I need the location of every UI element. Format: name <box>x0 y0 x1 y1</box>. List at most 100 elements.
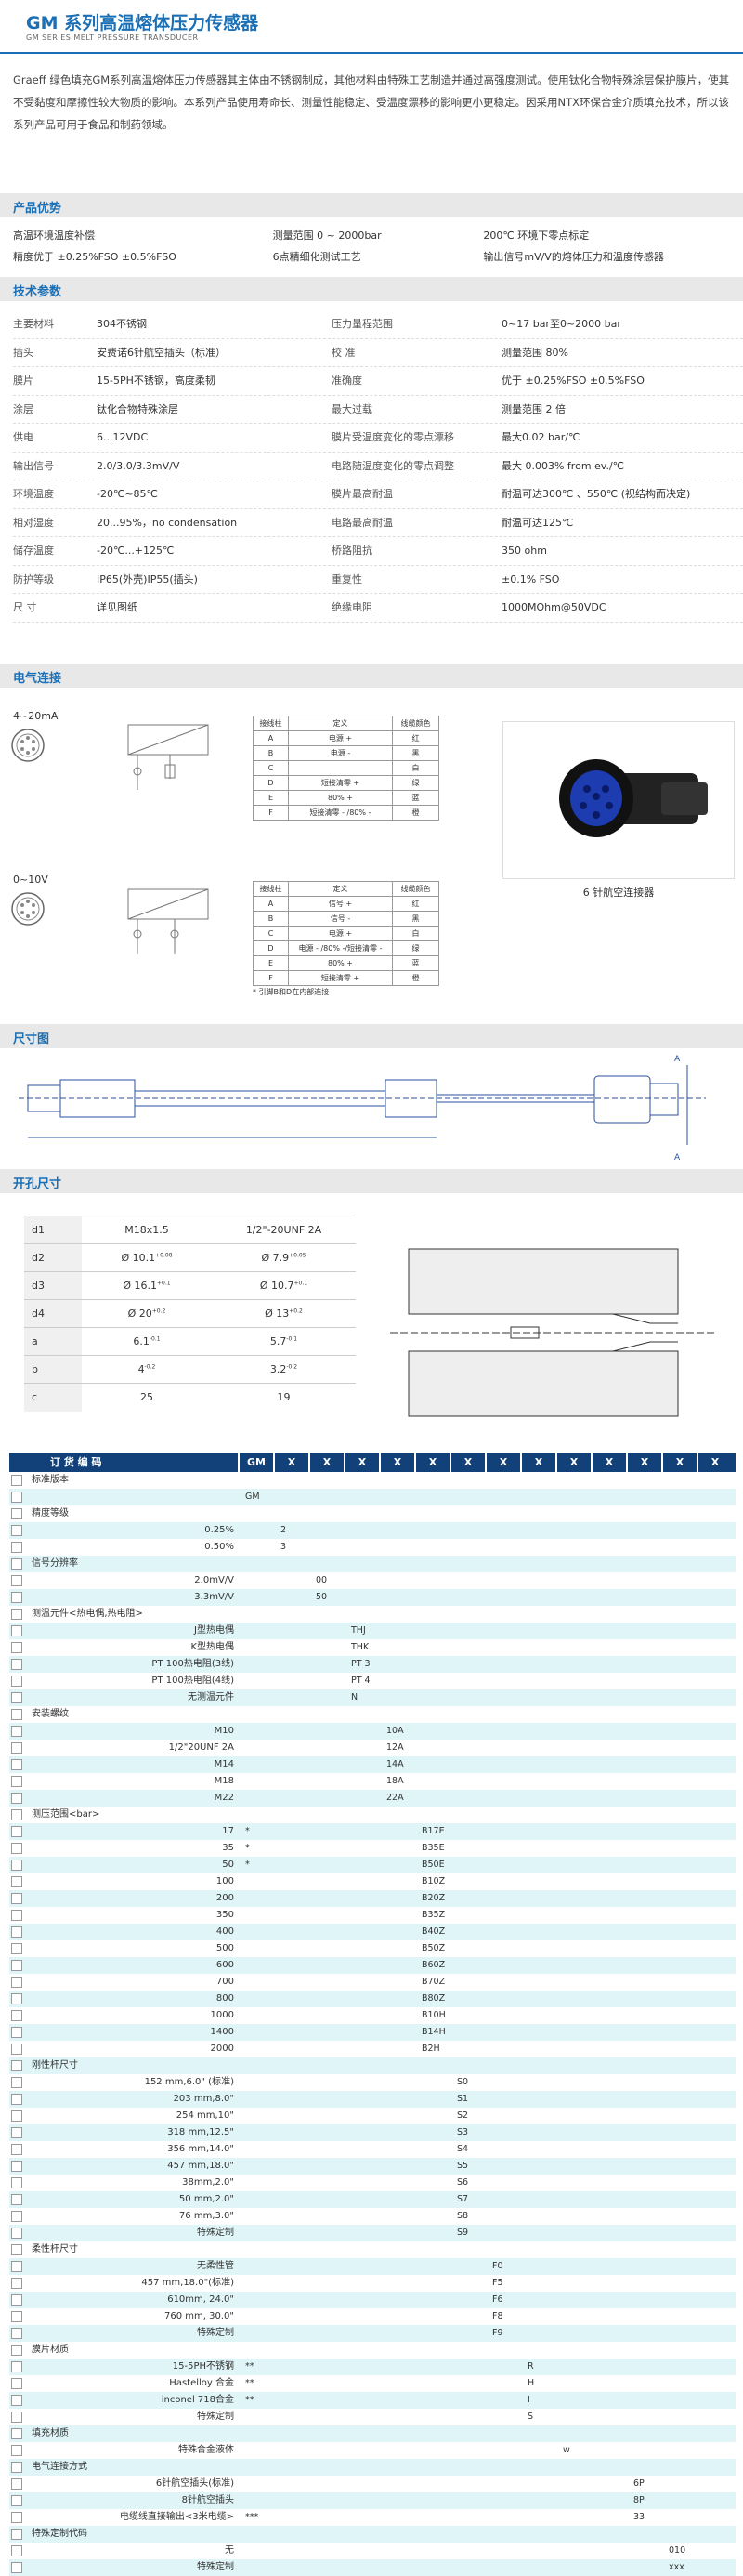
option-checkbox[interactable] <box>11 1926 22 1938</box>
hole-dim-value: 1/2"-20UNF 2A <box>245 1224 322 1236</box>
option-checkbox[interactable] <box>11 1642 22 1653</box>
option-checkbox[interactable] <box>11 1960 22 1971</box>
option-checkbox[interactable] <box>11 1759 22 1770</box>
option-checkbox[interactable] <box>11 1776 22 1787</box>
option-checkbox[interactable] <box>11 2244 22 2255</box>
option-checkbox[interactable] <box>11 1475 22 1486</box>
option-checkbox[interactable] <box>11 2261 22 2272</box>
option-checkbox[interactable] <box>11 2462 22 2473</box>
option-checkbox[interactable] <box>11 2144 22 2155</box>
order-code-column-header: X <box>450 1453 485 1472</box>
option-checkbox[interactable] <box>11 1676 22 1687</box>
option-checkbox[interactable] <box>11 1860 22 1871</box>
option-checkbox[interactable] <box>11 2194 22 2205</box>
option-checkbox[interactable] <box>11 2060 22 2071</box>
option-checkbox[interactable] <box>11 1508 22 1519</box>
label-0-10v: 0~10V <box>13 874 48 886</box>
order-code-cell <box>273 2108 308 2124</box>
option-checkbox[interactable] <box>11 1525 22 1536</box>
hole-dim-name: a <box>24 1327 82 1356</box>
option-checkbox[interactable] <box>11 1542 22 1553</box>
order-code-cell <box>520 1940 555 1957</box>
option-checkbox[interactable] <box>11 2378 22 2389</box>
option-checkbox[interactable] <box>11 1993 22 2004</box>
order-code-cell <box>485 2359 520 2375</box>
option-checkbox[interactable] <box>11 1910 22 1921</box>
option-checkbox[interactable] <box>11 2395 22 2406</box>
option-checkbox[interactable] <box>11 2278 22 2289</box>
option-checkbox[interactable] <box>11 1742 22 1754</box>
option-checkbox[interactable] <box>11 1876 22 1887</box>
option-checkbox[interactable] <box>11 1575 22 1586</box>
option-checkbox[interactable] <box>11 2361 22 2372</box>
option-checkbox[interactable] <box>11 2177 22 2188</box>
order-code-option: 电气连接方式 <box>9 2459 238 2476</box>
option-checkbox[interactable] <box>11 2512 22 2523</box>
order-group-title: 精度等级 <box>32 1508 69 1518</box>
order-code-cell <box>591 2509 626 2526</box>
option-checkbox[interactable] <box>11 2161 22 2172</box>
order-code-cell <box>450 2275 485 2292</box>
option-checkbox[interactable] <box>11 1826 22 1837</box>
option-checkbox[interactable] <box>11 1793 22 1804</box>
hole-dim-value-b: Ø 13+0.2 <box>212 1299 356 1328</box>
option-checkbox[interactable] <box>11 1625 22 1636</box>
option-checkbox[interactable] <box>11 2127 22 2138</box>
option-checkbox[interactable] <box>11 1943 22 1954</box>
option-checkbox[interactable] <box>11 1893 22 1904</box>
option-checkbox[interactable] <box>11 1592 22 1603</box>
order-code-cell <box>344 1857 379 1873</box>
order-code-cell: 50 <box>316 1592 328 1602</box>
option-checkbox[interactable] <box>11 2428 22 2439</box>
order-code-cell <box>379 2359 414 2375</box>
option-checkbox[interactable] <box>11 2445 22 2456</box>
option-checkbox[interactable] <box>11 2294 22 2306</box>
order-code-cell <box>379 1706 414 1723</box>
option-checkbox[interactable] <box>11 2228 22 2239</box>
option-checkbox[interactable] <box>11 1659 22 1670</box>
order-code-option: 800 <box>9 1991 238 2007</box>
option-checkbox[interactable] <box>11 2211 22 2222</box>
option-checkbox[interactable] <box>11 2110 22 2122</box>
option-checkbox[interactable] <box>11 2545 22 2556</box>
option-checkbox[interactable] <box>11 2311 22 2322</box>
order-code-cell <box>273 2509 308 2526</box>
order-code-cell <box>238 2141 273 2158</box>
order-code-cell <box>485 1940 520 1957</box>
option-checkbox[interactable] <box>11 1709 22 1720</box>
option-checkbox[interactable] <box>11 2529 22 2540</box>
option-checkbox[interactable] <box>11 1843 22 1854</box>
option-checkbox[interactable] <box>11 1558 22 1570</box>
option-checkbox[interactable] <box>11 2412 22 2423</box>
order-code-cell <box>238 1556 273 1572</box>
option-checkbox[interactable] <box>11 1977 22 1988</box>
option-checkbox[interactable] <box>11 1492 22 1503</box>
order-code-cell <box>344 2459 379 2476</box>
order-code-cell <box>238 1890 273 1907</box>
option-checkbox[interactable] <box>11 2478 22 2490</box>
option-checkbox[interactable] <box>11 2345 22 2356</box>
option-checkbox[interactable] <box>11 1609 22 1620</box>
option-checkbox[interactable] <box>11 1726 22 1737</box>
option-checkbox[interactable] <box>11 1692 22 1703</box>
option-checkbox[interactable] <box>11 2044 22 2055</box>
order-code-cell <box>273 1756 308 1773</box>
option-checkbox[interactable] <box>11 1809 22 1820</box>
option-checkbox[interactable] <box>11 2094 22 2105</box>
option-checkbox[interactable] <box>11 2495 22 2506</box>
order-code-cell <box>238 2175 273 2191</box>
order-code-option: 50 mm,2.0" <box>9 2191 238 2208</box>
order-option-label: 8针航空插头 <box>181 2495 234 2505</box>
order-code-cell <box>626 2057 661 2074</box>
order-code-cell <box>308 1723 344 1740</box>
option-checkbox[interactable] <box>11 2077 22 2088</box>
option-checkbox[interactable] <box>11 2027 22 2038</box>
option-checkbox[interactable] <box>11 2328 22 2339</box>
order-code-cell <box>450 1489 485 1505</box>
option-checkbox[interactable] <box>11 2562 22 2573</box>
order-code-cell <box>308 1957 344 1974</box>
option-checkbox[interactable] <box>11 2010 22 2021</box>
order-code-cell <box>308 1790 344 1807</box>
order-code-cell: R <box>528 2361 534 2372</box>
